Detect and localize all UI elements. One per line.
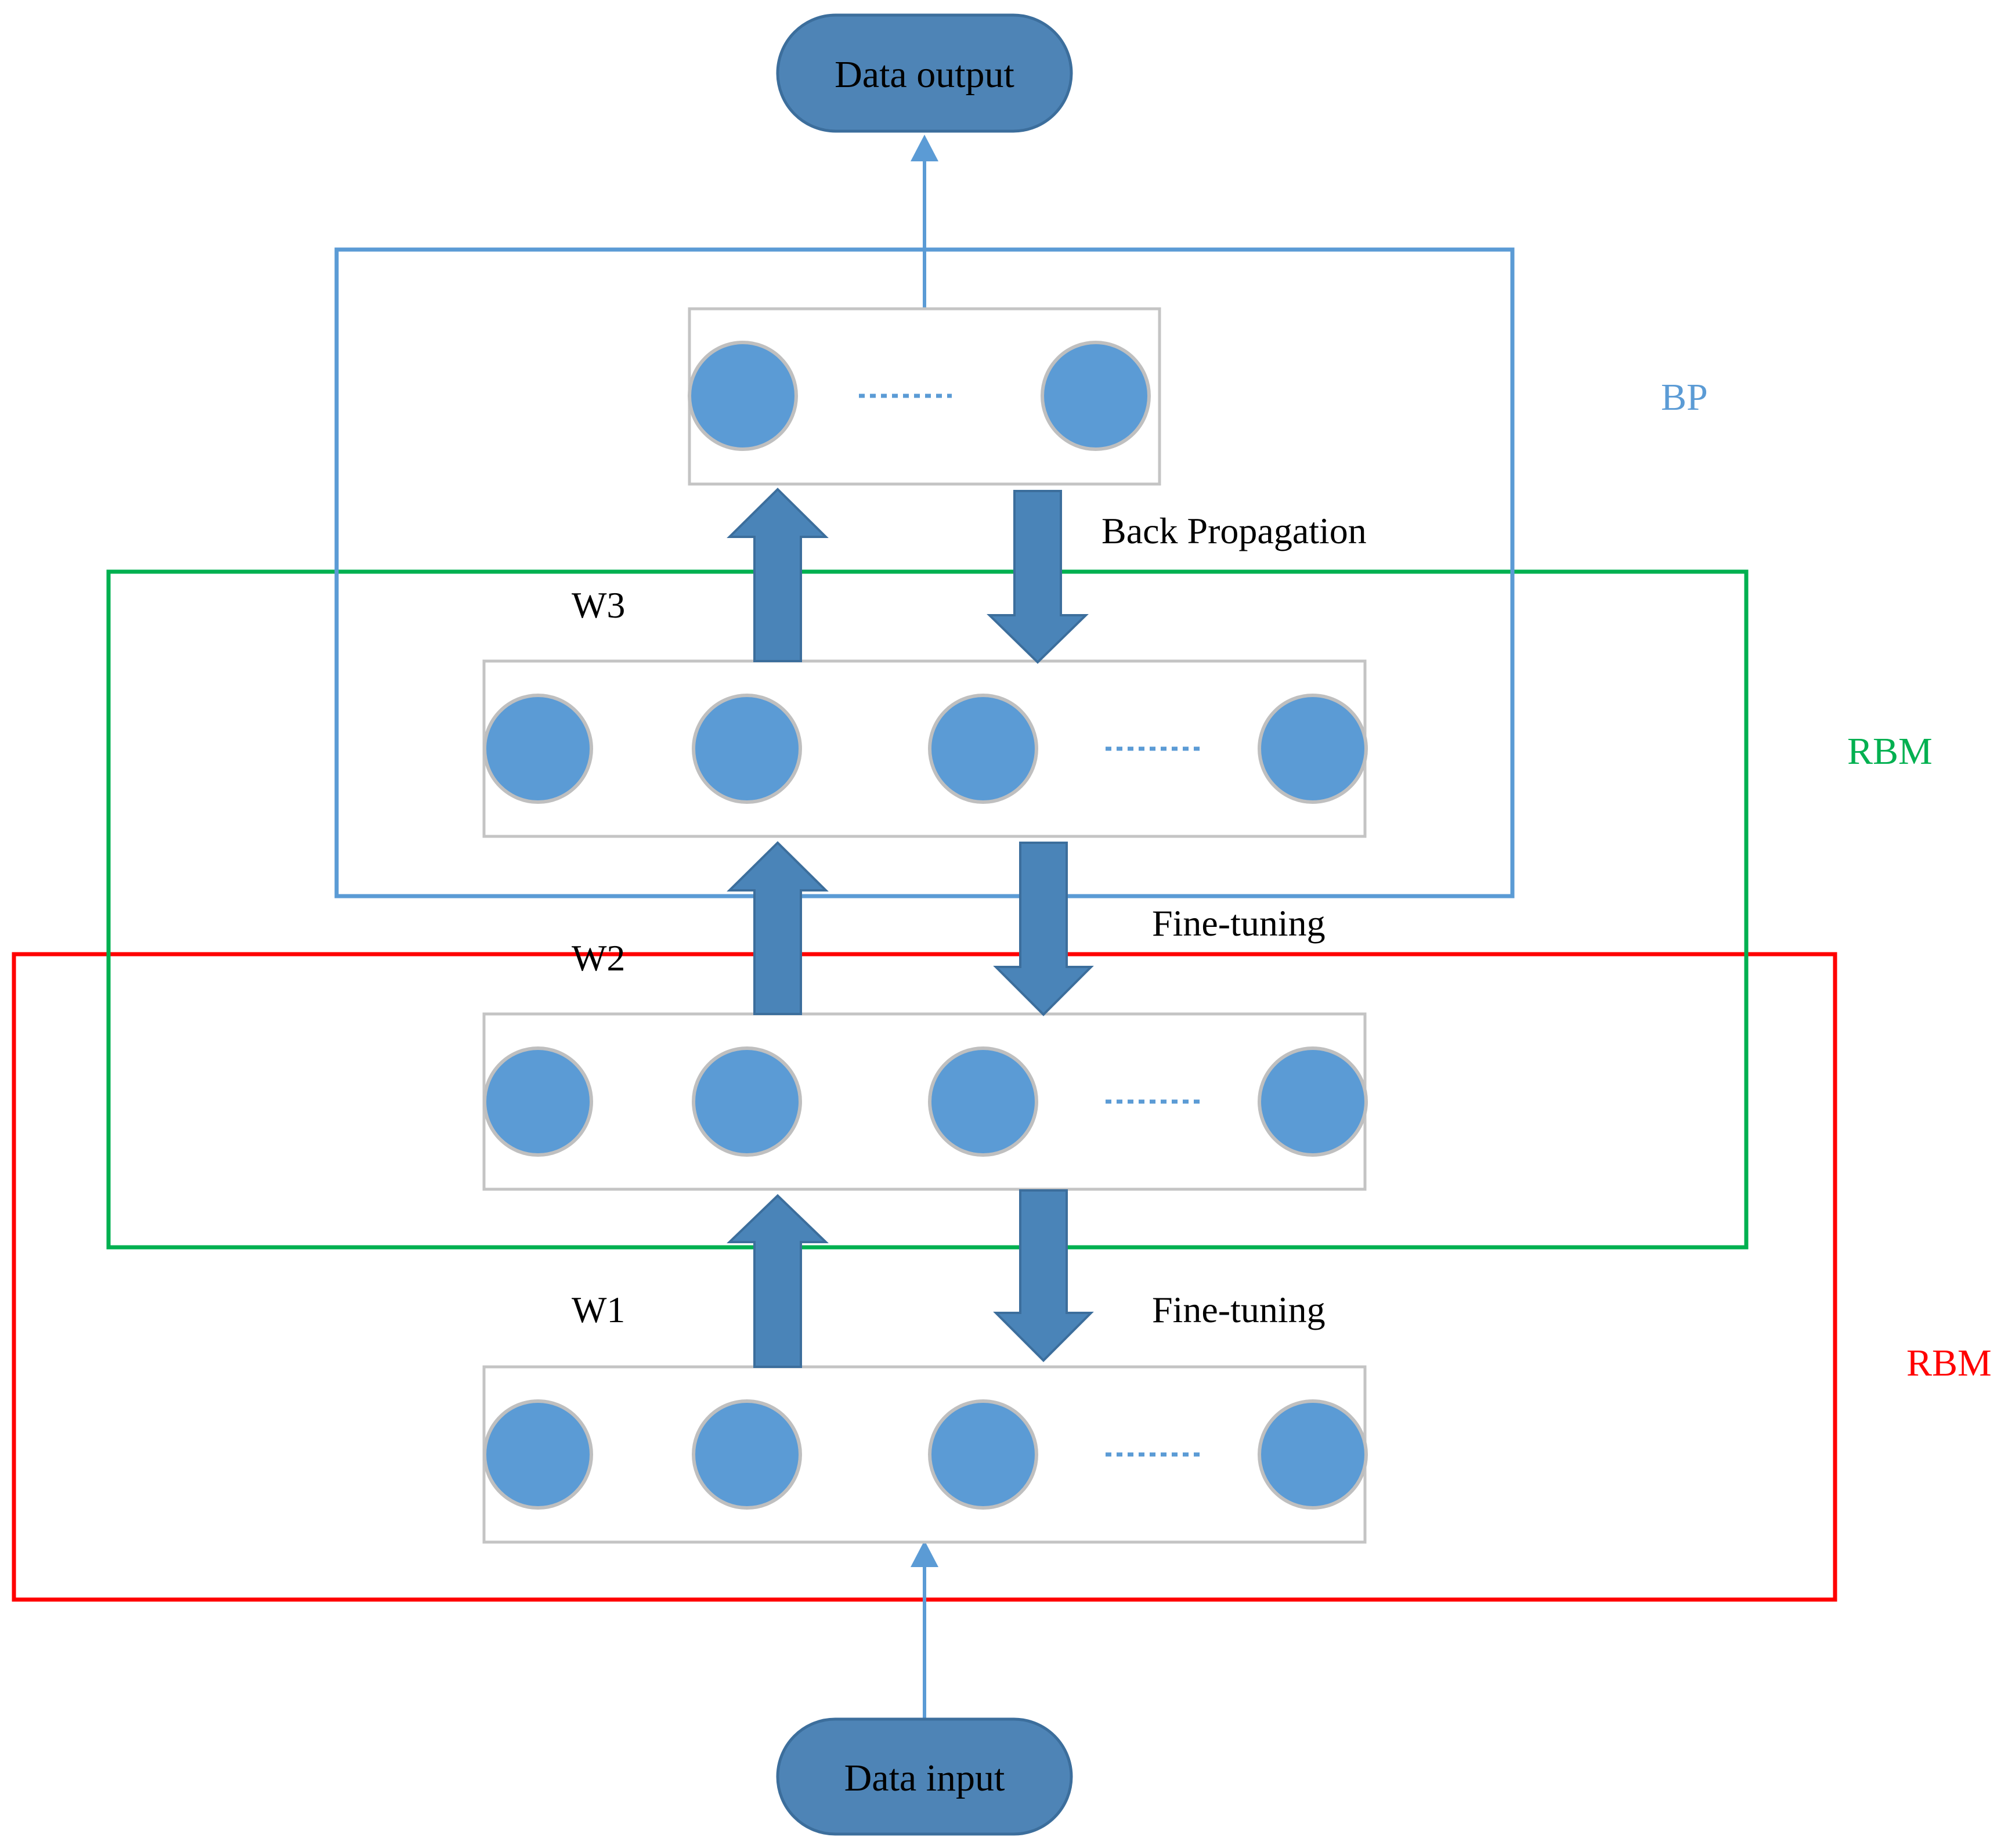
data-input-label: Data input — [844, 1757, 1005, 1799]
back-propagation-label: Back Propagation — [1101, 510, 1367, 551]
weight-label-w3: W3 — [572, 584, 625, 626]
neuron-node — [692, 694, 802, 804]
input-layer-box — [482, 1365, 1367, 1544]
fine-tuning-lower-label: Fine-tuning — [1152, 1289, 1326, 1330]
bp-group-label: BP — [1661, 376, 1708, 418]
data-output-terminal: Data output — [776, 13, 1073, 133]
neuron-node — [1258, 1399, 1368, 1510]
neuron-node — [692, 1046, 802, 1157]
neuron-node — [692, 1399, 802, 1510]
hidden-layer-2 — [482, 659, 1368, 838]
neuron-node — [483, 1046, 593, 1157]
neuron-node — [1258, 694, 1368, 804]
fine-tuning-upper-label: Fine-tuning — [1152, 903, 1326, 944]
data-input-terminal: Data input — [776, 1717, 1073, 1836]
neuron-node — [928, 1399, 1038, 1510]
down-arrow-icon — [987, 490, 1089, 664]
hidden-layer-2-box — [482, 659, 1367, 838]
neuron-node — [483, 1399, 593, 1510]
down-arrow-icon — [993, 1189, 1094, 1362]
input-layer — [482, 1365, 1368, 1544]
hidden-layer-1-box — [482, 1012, 1367, 1191]
neuron-node — [1258, 1046, 1368, 1157]
weight-label-w2: W2 — [572, 937, 625, 979]
down-arrow-icon — [993, 842, 1094, 1016]
rbm-top-group-label: RBM — [1847, 730, 1933, 773]
data-output-label: Data output — [835, 53, 1014, 96]
input-connector-arrowhead — [911, 1540, 938, 1567]
up-arrow-icon — [727, 488, 829, 662]
rbm-top-group-box — [106, 569, 1749, 1250]
neuron-node — [928, 694, 1038, 804]
up-arrow-icon — [727, 841, 829, 1015]
weight-label-w1: W1 — [572, 1289, 625, 1330]
neuron-node — [483, 694, 593, 804]
output-layer — [688, 307, 1161, 486]
neuron-node — [688, 341, 798, 451]
up-arrow-icon — [727, 1194, 829, 1368]
hidden-layer-1 — [482, 1012, 1368, 1191]
neuron-node — [1041, 341, 1151, 451]
rbm-bottom-group-label: RBM — [1906, 1342, 1992, 1384]
neuron-node — [928, 1046, 1038, 1157]
output-connector-arrowhead — [911, 135, 938, 161]
